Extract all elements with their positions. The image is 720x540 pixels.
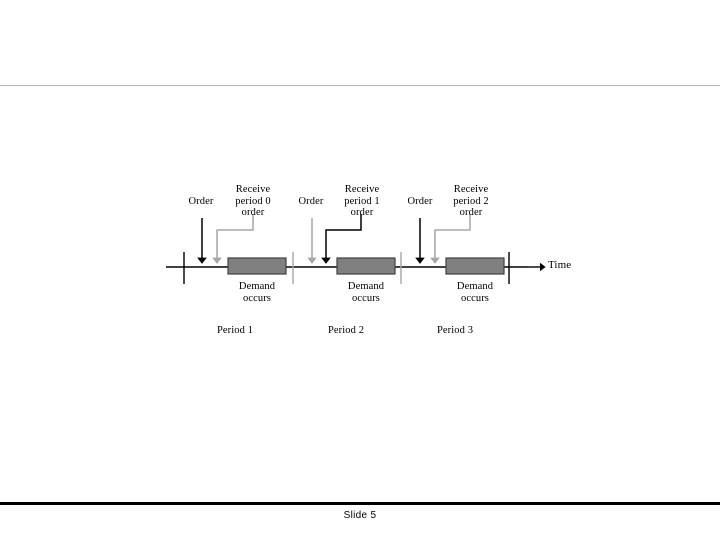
slide-number-label: Slide 5 — [343, 510, 377, 521]
group-2-receive-label: Receive period 1 order — [344, 184, 380, 218]
group-2-receive-arrow — [321, 214, 362, 264]
group-1-receive-arrow — [212, 214, 254, 264]
group-1-demand-label: Demand occurs — [238, 281, 276, 304]
header-divider-rule — [0, 85, 720, 86]
inventory-timeline-diagram: Order Receive period 0 order Demand occu… — [160, 170, 580, 350]
group-3-receive-arrow — [430, 214, 471, 264]
group-1-period-label: Period 1 — [216, 325, 254, 336]
timeline-svg — [166, 214, 546, 284]
footer-divider-rule — [0, 502, 720, 505]
group-3-order-label: Order — [407, 196, 433, 207]
group-2-demand-bar — [336, 257, 396, 275]
period-divider-ticks — [183, 252, 510, 284]
group-3-period-label: Period 3 — [436, 325, 474, 336]
group-3-demand-label: Demand occurs — [456, 281, 494, 304]
time-axis-label: Time — [548, 259, 572, 271]
group-2-order-label: Order — [298, 196, 324, 207]
group-2-period-label: Period 2 — [327, 325, 365, 336]
group-1-receive-label: Receive period 0 order — [235, 184, 271, 218]
group-3-receive-label: Receive period 2 order — [453, 184, 489, 218]
group-2-demand-label: Demand occurs — [347, 281, 385, 304]
group-1-order-label: Order — [188, 196, 214, 207]
group-1-demand-bar — [227, 257, 287, 275]
group-3-demand-bar — [445, 257, 505, 275]
